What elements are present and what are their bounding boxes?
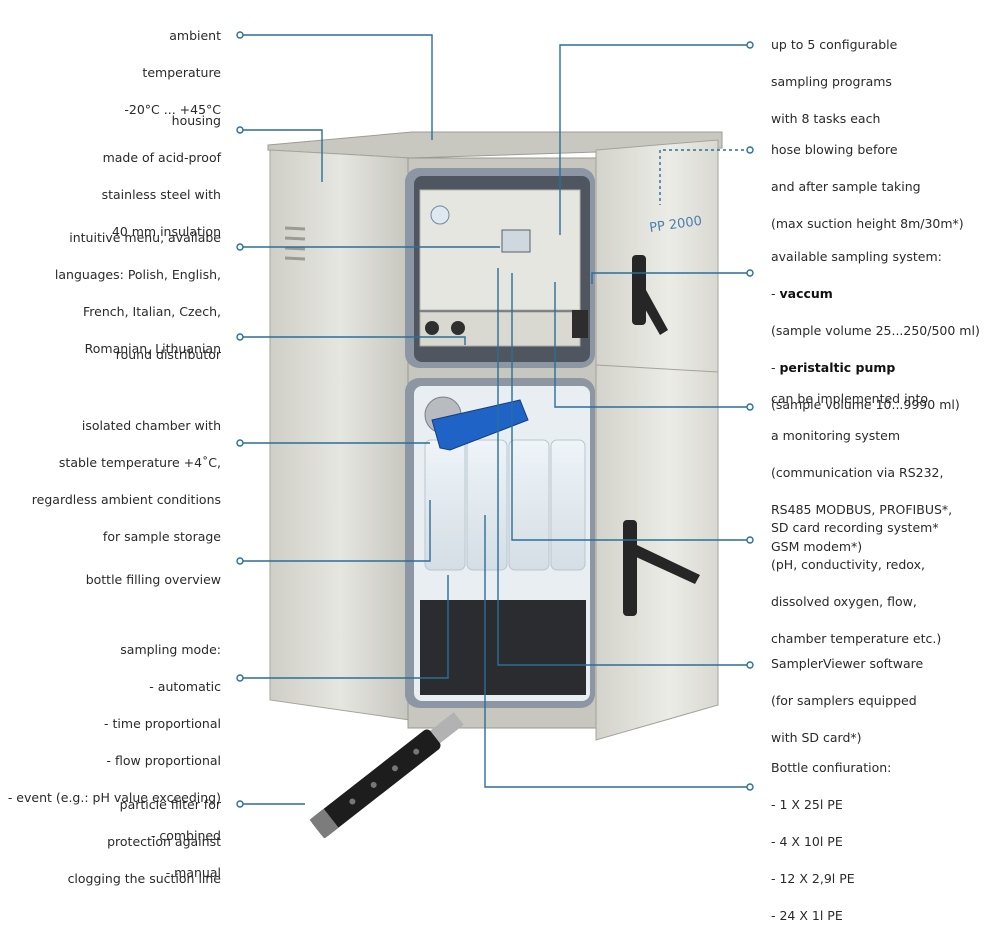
door-badge: PP 2000 [648, 214, 702, 236]
text-line: GSM modem*) [771, 539, 863, 555]
text-line: housing [171, 112, 221, 128]
text-line: (max suction height 8m/30m*) [771, 215, 964, 231]
text-line: - time proportional [104, 715, 221, 731]
text-line: for sample storage [102, 529, 221, 545]
label-bottle-filling: bottle filling overview [86, 552, 221, 608]
particle-filter-illustration [309, 712, 464, 838]
text-line: - vaccum [771, 285, 833, 301]
text-line: SD card recording system* [771, 519, 939, 535]
text-line: with 8 tasks each [771, 110, 881, 126]
text-line: stainless steel with [101, 186, 221, 202]
text-line: Romanian, Lithuanian [84, 341, 221, 357]
text-line: (pH, conductivity, redox, [771, 556, 925, 572]
label-round-distributor: round distributor [116, 327, 221, 383]
text-line: (sample volume 25...250/500 ml) [771, 322, 980, 338]
text-line: dissolved oxygen, flow, [771, 593, 917, 609]
label-housing: housing made of acid-proof stainless ste… [102, 93, 221, 260]
text-line: can be implemented into [771, 390, 929, 406]
text-line: round distributor [115, 346, 221, 362]
label-particle-filter: particle filter for protection against c… [68, 777, 221, 907]
leader-endpoints [236, 31, 754, 808]
text-line: protection against [107, 833, 221, 849]
text-line: - 24 X 1l PE [771, 908, 843, 924]
bottles [424, 439, 586, 571]
text-line: temperature [142, 64, 221, 80]
text-line: with SD card*) [771, 729, 862, 745]
label-isolated-chamber: isolated chamber with stable temperature… [32, 398, 221, 565]
text-line: - 4 X 10l PE [771, 833, 843, 849]
lcd-screen [501, 229, 531, 253]
text-line: particle filter for [119, 796, 221, 812]
text-line: sampling programs [771, 73, 892, 89]
bottom-tray [420, 600, 586, 695]
label-bottle-configuration: Bottle confiuration: - 1 X 25l PE - 4 X … [771, 740, 891, 945]
text-line: (sample volume 10...9990 ml) [771, 397, 960, 413]
door: PP 2000 [595, 139, 719, 741]
logo-dot [430, 205, 450, 225]
text-line: intuitive menu, availabe [69, 229, 221, 245]
text-line: ambient [169, 27, 221, 43]
text-line: - 1 X 25l PE [771, 796, 843, 812]
text-line: languages: Polish, English, [54, 266, 221, 282]
control-strip [419, 311, 581, 347]
text-line: sampling mode: [120, 641, 221, 657]
text-line: hose blowing before [771, 141, 898, 157]
cabinet-side [269, 149, 411, 721]
text-line: (for samplers equipped [771, 692, 917, 708]
leader-lines [240, 34, 750, 805]
vent-slots [284, 226, 306, 261]
text-line: Bottle confiuration: [771, 759, 892, 775]
text-line: 40 mm insulation [111, 224, 221, 240]
label-intuitive-menu: intuitive menu, availabe languages: Poli… [55, 210, 221, 377]
label-monitoring-system: can be implemented into a monitoring sys… [771, 371, 952, 576]
label-samplerviewer: SamplerViewer software (for samplers equ… [771, 636, 923, 766]
text-line: up to 5 configurable [771, 36, 898, 52]
text-line: - 12 X 2,9l PE [771, 871, 855, 887]
text-line: bottle filling overview [85, 571, 221, 587]
cabinet [267, 131, 723, 729]
text-line: isolated chamber with [81, 417, 221, 433]
text-line: SamplerViewer software [771, 655, 924, 671]
text-line: French, Italian, Czech, [83, 303, 221, 319]
text-line: - automatic [149, 678, 221, 694]
label-sampling-system: available sampling system: - vaccum (sam… [771, 229, 980, 434]
label-sampling-programs: up to 5 configurable sampling programs w… [771, 17, 897, 147]
text-line: - event (e.g.: pH value exceeding) [7, 790, 221, 806]
label-hose-blowing: hose blowing before and after sample tak… [771, 122, 964, 252]
lower-door-handle [623, 520, 700, 616]
text-line: RS485 MODBUS, PROFIBUS*, [771, 502, 953, 518]
text-line: stable temperature +4˚C, [58, 454, 221, 470]
label-sd-card: SD card recording system* (pH, conductiv… [771, 500, 941, 667]
text-line: - flow proportional [106, 753, 221, 769]
distributor-funnel [431, 399, 529, 451]
text-line: regardless ambient conditions [31, 491, 221, 507]
text-line: made of acid-proof [102, 149, 221, 165]
text-line: chamber temperature etc.) [771, 631, 942, 647]
sampler-diagram: PP 2000 [236, 31, 754, 838]
text-line: -20°C ... +45°C [124, 101, 221, 117]
text-line: - peristaltic pump [771, 360, 896, 376]
text-line: (communication via RS232, [771, 464, 944, 480]
text-line: a monitoring system [771, 427, 901, 443]
label-ambient-temperature: ambient temperature -20°C ... +45°C [124, 8, 221, 138]
text-line: clogging the suction line [67, 870, 221, 886]
text-line: available sampling system: [771, 248, 942, 264]
text-line: and after sample taking [771, 178, 921, 194]
